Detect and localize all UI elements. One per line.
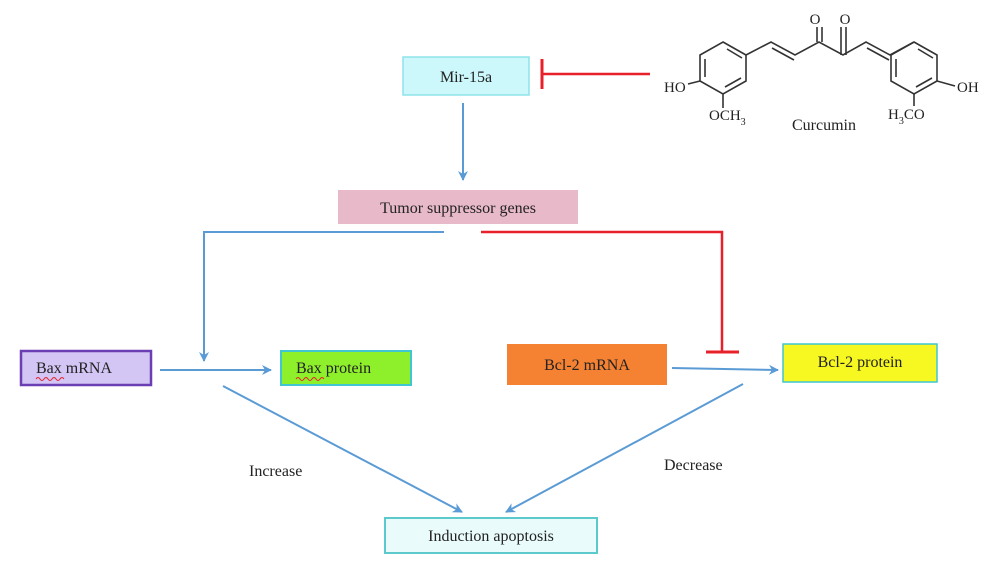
node-bcl2-protein-label: Bcl-2 protein [818,354,903,371]
node-bcl2-mrna-label: Bcl-2 mRNA [544,357,630,374]
node-tumor-suppressor-genes: Tumor suppressor genes [338,190,578,224]
node-bcl2-protein: Bcl-2 protein [782,343,938,383]
node-bcl2-mrna: Bcl-2 mRNA [507,344,667,385]
chain-double-bond [866,47,890,61]
dienone-chain [745,41,915,56]
spellcheck-underline [295,377,325,381]
left-ho-label: HO [664,80,686,96]
edge-tsg-activates-bax [199,231,444,362]
node-apoptosis-label: Induction apoptosis [428,528,554,545]
edge-curcumin-inhibits-mir15a [540,59,650,89]
node-tsg-label: Tumor suppressor genes [380,200,536,217]
edge-bcl2-to-apoptosis [505,383,744,513]
node-mir15a: Mir-15a [402,56,530,96]
curcumin-atom-labels: O O HO OH OCH3 H3CO Curcumin [664,12,979,134]
left-ring-double-bond [726,48,743,59]
label-increase: Increase [249,463,302,480]
node-induction-apoptosis: Induction apoptosis [384,517,598,554]
right-benzene-ring [890,41,938,95]
edge-tsg-inhibits-bcl2 [481,230,739,354]
edge-bax-to-apoptosis [222,385,463,513]
spellcheck-underline [35,377,65,381]
carbonyl-o-right: O [840,12,851,28]
node-bax-protein: Bax protein [280,350,412,386]
left-och3-label: OCH3 [709,108,746,128]
edge-bcl2-mrna-to-protein [671,364,779,375]
carbonyl-o-left: O [810,12,821,28]
left-ho-bond [687,80,701,85]
right-ring-double-bond [917,48,934,59]
right-ring-double-bond [915,77,933,88]
node-mir15a-label: Mir-15a [440,69,492,86]
left-ring-double-bond [724,77,742,88]
left-benzene-ring [699,41,747,95]
right-oh-bond [936,80,956,87]
node-bax-mrna: Bax mRNA [19,349,153,387]
chain-double-bond [771,47,795,61]
node-bax-mrna-label: Bax mRNA [36,360,112,377]
node-bax-protein-label: Bax protein [296,360,371,377]
curcumin-name-label: Curcumin [792,117,856,134]
curcumin-structure [687,27,956,108]
label-decrease: Decrease [664,457,723,474]
right-h3co-label: H3CO [888,107,925,127]
right-oh-label: OH [957,80,979,96]
